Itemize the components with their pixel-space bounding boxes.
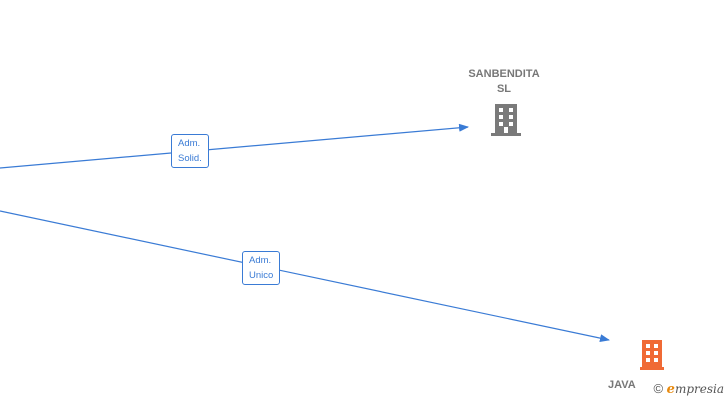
relation-label-line: Adm. [249, 255, 272, 266]
brand-logo-word: mpresia [674, 382, 724, 396]
node-label-sanbendita[interactable]: SANBENDITA SL [462, 67, 546, 97]
edge-to-java [0, 210, 610, 343]
relation-label-unico[interactable]: Adm. Unico [242, 251, 281, 285]
relation-label-line: Solid. [178, 153, 202, 164]
building-icon[interactable] [640, 340, 664, 370]
building-icon[interactable] [491, 104, 521, 136]
brand-logo-e: e [666, 382, 675, 397]
node-label-java[interactable]: JAVA [608, 378, 636, 393]
node-label-line: SANBENDITA [468, 68, 540, 80]
relation-label-line: Unico [249, 270, 274, 281]
relation-label-solidario[interactable]: Adm. Solid. [171, 134, 209, 168]
node-label-text: JAVA [608, 379, 636, 391]
copyright-icon: © [653, 381, 664, 396]
brand-logo: © empresia [651, 381, 726, 397]
relation-label-line: Adm. [178, 138, 201, 149]
node-label-line: SL [496, 83, 512, 95]
edge-to-sanbendita [0, 123, 469, 169]
